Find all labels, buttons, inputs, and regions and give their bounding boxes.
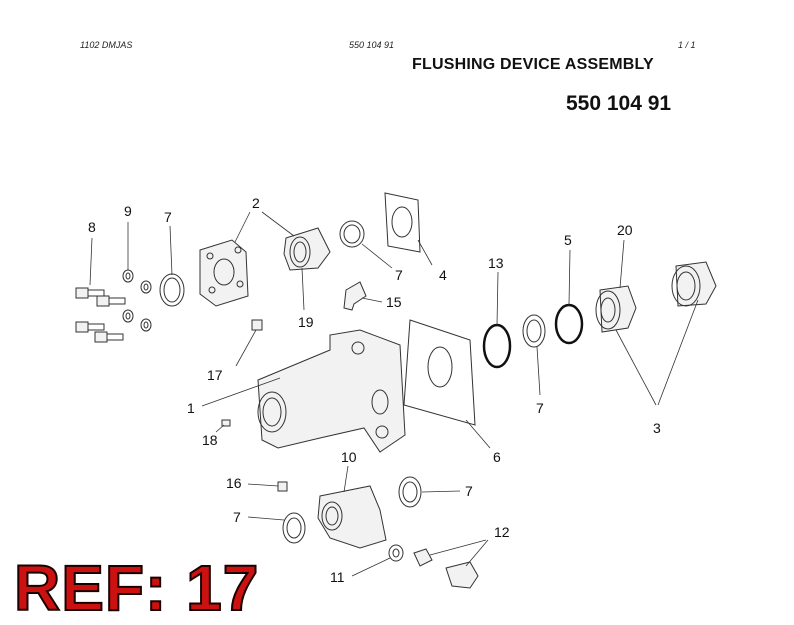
plug-part[interactable] <box>251 319 263 331</box>
callout-11: 11 <box>330 569 345 585</box>
pin-part[interactable] <box>221 419 231 427</box>
bolt-group[interactable] <box>75 287 126 343</box>
fitting-group[interactable] <box>413 548 479 589</box>
callout-4: 4 <box>439 267 447 283</box>
cap-part[interactable] <box>671 261 717 307</box>
seal-ring[interactable] <box>282 512 306 544</box>
callout-5: 5 <box>564 232 572 248</box>
callout-15: 15 <box>386 294 402 310</box>
header-doc-code: 1102 DMJAS <box>80 40 133 50</box>
callout-7-upper-mid: 7 <box>395 267 403 283</box>
seal-ring[interactable] <box>159 273 185 307</box>
o-ring[interactable] <box>482 323 512 369</box>
elbow-fitting[interactable] <box>343 281 367 311</box>
sleeve-part[interactable] <box>595 285 637 333</box>
callout-7-lower-left: 7 <box>233 509 241 525</box>
callout-3: 3 <box>653 420 661 436</box>
callout-10: 10 <box>341 449 357 465</box>
washer-part[interactable] <box>388 544 404 562</box>
gasket-sheet[interactable] <box>403 319 476 426</box>
callout-8: 8 <box>88 219 96 235</box>
callout-6: 6 <box>493 449 501 465</box>
callout-18: 18 <box>202 432 218 448</box>
housing-body[interactable] <box>257 329 406 453</box>
seal-ring[interactable] <box>522 314 546 348</box>
callout-17: 17 <box>207 367 223 383</box>
callout-20: 20 <box>617 222 633 238</box>
assembly-part-number: 550 104 91 <box>566 92 672 115</box>
callout-19: 19 <box>298 314 314 330</box>
seal-ring[interactable] <box>398 476 422 508</box>
callout-16: 16 <box>226 475 242 491</box>
flange-part[interactable] <box>199 239 249 307</box>
gasket-part[interactable] <box>384 192 421 253</box>
callout-labels: 1 2 3 4 5 6 7 7 7 7 7 8 9 10 11 12 13 15… <box>88 195 661 585</box>
callout-7-top: 7 <box>164 209 172 225</box>
page-title: FLUSHING DEVICE ASSEMBLY <box>412 56 654 73</box>
plug-part[interactable] <box>277 481 288 492</box>
housing-lower[interactable] <box>317 485 387 549</box>
callout-2: 2 <box>252 195 260 211</box>
callout-9: 9 <box>124 203 132 219</box>
sleeve-part[interactable] <box>283 227 331 271</box>
callout-1: 1 <box>187 400 195 416</box>
callout-7-right: 7 <box>536 400 544 416</box>
washer-group[interactable] <box>122 269 152 332</box>
leader-lines <box>89 211 699 577</box>
callout-7-lower-right: 7 <box>465 483 473 499</box>
o-ring[interactable] <box>554 303 584 345</box>
callout-13: 13 <box>488 255 504 271</box>
header-page-number: 1 / 1 <box>678 40 696 50</box>
seal-ring[interactable] <box>339 220 365 248</box>
header-part-number: 550 104 91 <box>349 40 395 50</box>
callout-12: 12 <box>494 524 510 540</box>
reference-label: REF: 17 <box>13 552 260 624</box>
